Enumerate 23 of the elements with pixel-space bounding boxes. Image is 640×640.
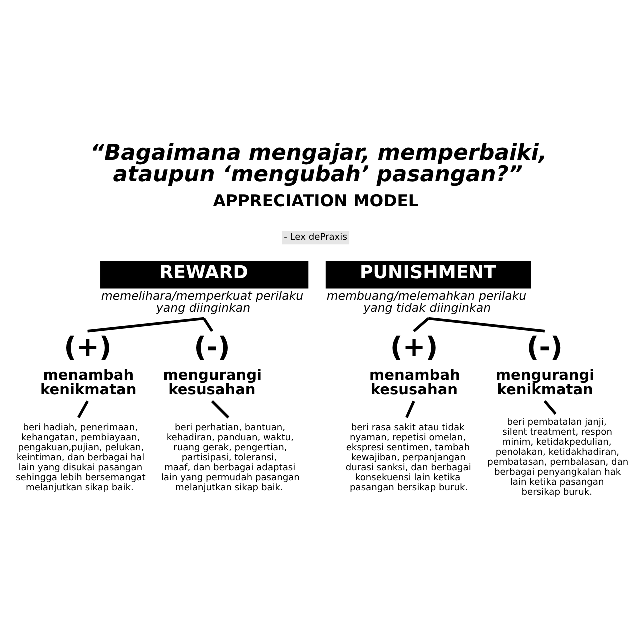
- node-text: (+) menambah kesusahan: [370, 332, 460, 398]
- node-text: beri rasa sakit atau tidak nyaman, repetisi omelan, ekspresi sentimen, tambah kewajiban, perpanjangan durasi sanksi, dan berbagai konsekuensi lain ketika pasangan bersikap buruk.: [346, 422, 472, 493]
- node-text: (-) mengurangi kenikmatan: [496, 332, 595, 398]
- connector: [88, 316, 204, 332]
- connector: [78, 400, 89, 418]
- connector: [202, 317, 214, 332]
- connector: [428, 316, 546, 332]
- node-text: beri perhatian, bantuan, kehadiran, panduan, waktu, ruang gerak, pengertian, partisipasi, toleransi, maaf, dan berbagai adaptasi lain yang permudah pasangan melanjutkan sikap baik.: [161, 422, 300, 493]
- node-text: beri pembatalan janji, silent treatment, respon minim, ketidakpedulian, penolakan, ketidakhadiran, pembatasan, pembalasan, dan berbagai penyangkalan hak lain ketika pasangan bersikap buruk.: [488, 418, 629, 498]
- node-text: (+) menambah kenikmatan: [40, 332, 137, 398]
- node-label: memelihara/memperkuat perilaku yang diinginkan: [101, 288, 304, 314]
- node-box: PUNISHMENT: [326, 260, 532, 288]
- connector: [544, 400, 557, 414]
- label: APPRECIATION MODEL: [213, 190, 419, 210]
- diagram-title: “Bagaimana mengajar, memperbaiki, ataupun ‘mengubah’ pasangan?”: [90, 140, 548, 188]
- connector: [406, 400, 416, 418]
- node-box: REWARD: [100, 260, 309, 288]
- label: - Lex dePraxis: [284, 232, 348, 243]
- node-text: (-) mengurangi kesusahan: [163, 332, 262, 398]
- node-label: membuang/melemahkan perilaku yang tidak diinginkan: [326, 288, 527, 314]
- node-text: beri hadiah, penerimaan, kehangatan, pembiayaan, pengakuan,pujian, pelukan, keintiman, dan berbagai hal lain yang disukai pasangan sehingga lebih bersemangat melanjutkan sikap baik.: [16, 422, 146, 493]
- connector: [211, 400, 230, 418]
- connector: [413, 317, 430, 332]
